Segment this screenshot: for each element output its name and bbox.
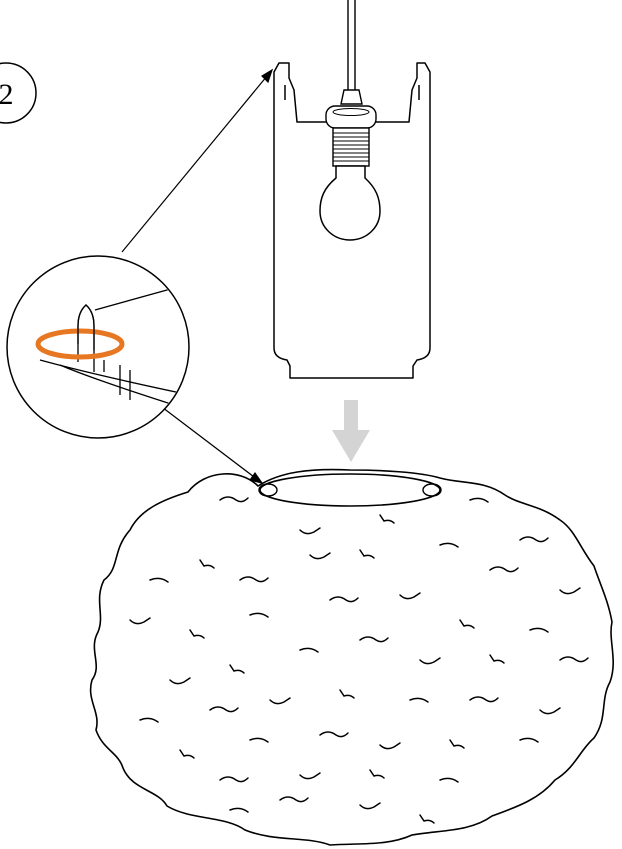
feather-mark bbox=[319, 731, 349, 738]
shade-opening bbox=[259, 473, 441, 507]
feather-mark bbox=[379, 742, 401, 750]
feather-mark bbox=[329, 596, 359, 603]
feather-mark bbox=[249, 737, 269, 743]
feather-mark bbox=[359, 636, 389, 643]
feather-mark bbox=[489, 654, 505, 664]
feather-texture bbox=[129, 496, 589, 824]
step-badge: 2 bbox=[0, 62, 37, 124]
feather-mark bbox=[149, 577, 169, 583]
feather-mark bbox=[229, 664, 245, 674]
socket bbox=[325, 89, 377, 167]
feather-mark bbox=[399, 592, 421, 600]
feather-mark bbox=[359, 802, 381, 810]
feather-mark bbox=[279, 796, 309, 803]
feather-mark bbox=[189, 629, 205, 639]
feather-mark bbox=[519, 737, 539, 743]
feather-mark bbox=[139, 717, 159, 723]
feather-shade bbox=[89, 468, 614, 846]
feather-mark bbox=[249, 612, 269, 618]
feather-mark bbox=[559, 587, 581, 595]
feather-mark bbox=[239, 576, 269, 583]
feather-mark bbox=[209, 706, 239, 713]
feather-mark bbox=[489, 566, 519, 573]
feather-mark bbox=[469, 696, 499, 703]
feather-mark bbox=[269, 697, 291, 705]
lamp-frame bbox=[273, 62, 431, 379]
callout-lines bbox=[121, 68, 274, 484]
feather-mark bbox=[179, 749, 195, 759]
feather-mark bbox=[129, 617, 151, 625]
feather-mark bbox=[519, 536, 549, 543]
feather-mark bbox=[339, 689, 355, 699]
feather-mark bbox=[449, 739, 465, 749]
down-arrow-icon bbox=[332, 400, 370, 462]
feather-mark bbox=[459, 619, 475, 629]
feather-mark bbox=[309, 552, 331, 560]
feather-mark bbox=[299, 772, 321, 780]
feather-mark bbox=[199, 559, 215, 569]
feather-mark bbox=[419, 657, 441, 665]
step-circle bbox=[0, 62, 37, 124]
feather-mark bbox=[539, 707, 561, 715]
feather-mark bbox=[229, 807, 249, 813]
detail-inset bbox=[6, 255, 190, 439]
feather-mark bbox=[529, 627, 549, 633]
feather-mark bbox=[439, 777, 459, 783]
feather-mark bbox=[379, 514, 395, 524]
feather-mark bbox=[369, 769, 385, 779]
step-number: 2 bbox=[0, 78, 14, 111]
feather-mark bbox=[219, 496, 249, 503]
feather-mark bbox=[409, 697, 429, 703]
feather-mark bbox=[299, 527, 321, 535]
feather-mark bbox=[559, 656, 589, 663]
ring-icon bbox=[35, 328, 125, 360]
feather-mark bbox=[219, 776, 249, 783]
cord bbox=[347, 0, 356, 92]
feather-mark bbox=[439, 542, 459, 548]
feather-mark bbox=[469, 497, 489, 503]
light-bulb-icon bbox=[319, 165, 381, 241]
feather-mark bbox=[169, 677, 191, 685]
feather-mark bbox=[419, 814, 435, 824]
feather-mark bbox=[359, 549, 375, 559]
feather-mark bbox=[299, 647, 319, 653]
